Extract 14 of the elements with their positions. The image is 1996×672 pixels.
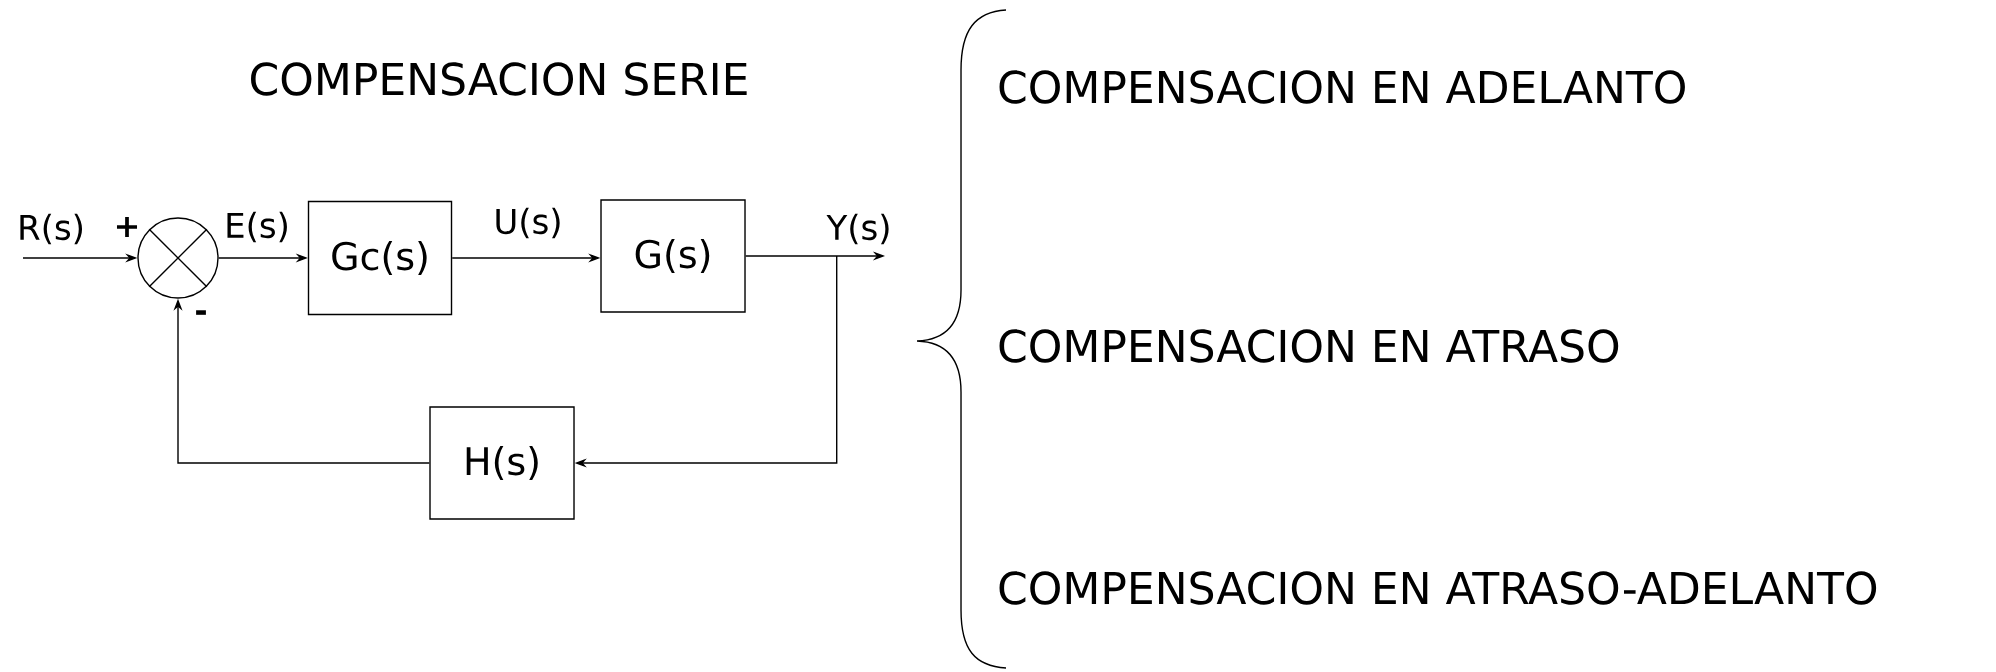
- sign-label: -: [196, 310, 206, 315]
- block-box: G(s): [600, 199, 746, 313]
- block-box: H(s): [429, 406, 575, 520]
- block-box: Gc(s): [307, 200, 453, 316]
- sign-label: +: [117, 217, 137, 238]
- summing-junction: [137, 217, 219, 299]
- edge-label: E(s): [223, 210, 291, 244]
- category-text: COMPENSACION EN ATRASO: [999, 329, 1619, 363]
- edge-label: R(s): [16, 212, 86, 246]
- category-text: COMPENSACION EN ADELANTO: [999, 70, 1685, 104]
- category-text: COMPENSACION EN ATRASO-ADELANTO: [999, 571, 1877, 605]
- edge-label: U(s): [492, 206, 564, 240]
- title: COMPENSACION SERIE: [251, 62, 747, 96]
- edge-label: Y(s): [825, 212, 893, 246]
